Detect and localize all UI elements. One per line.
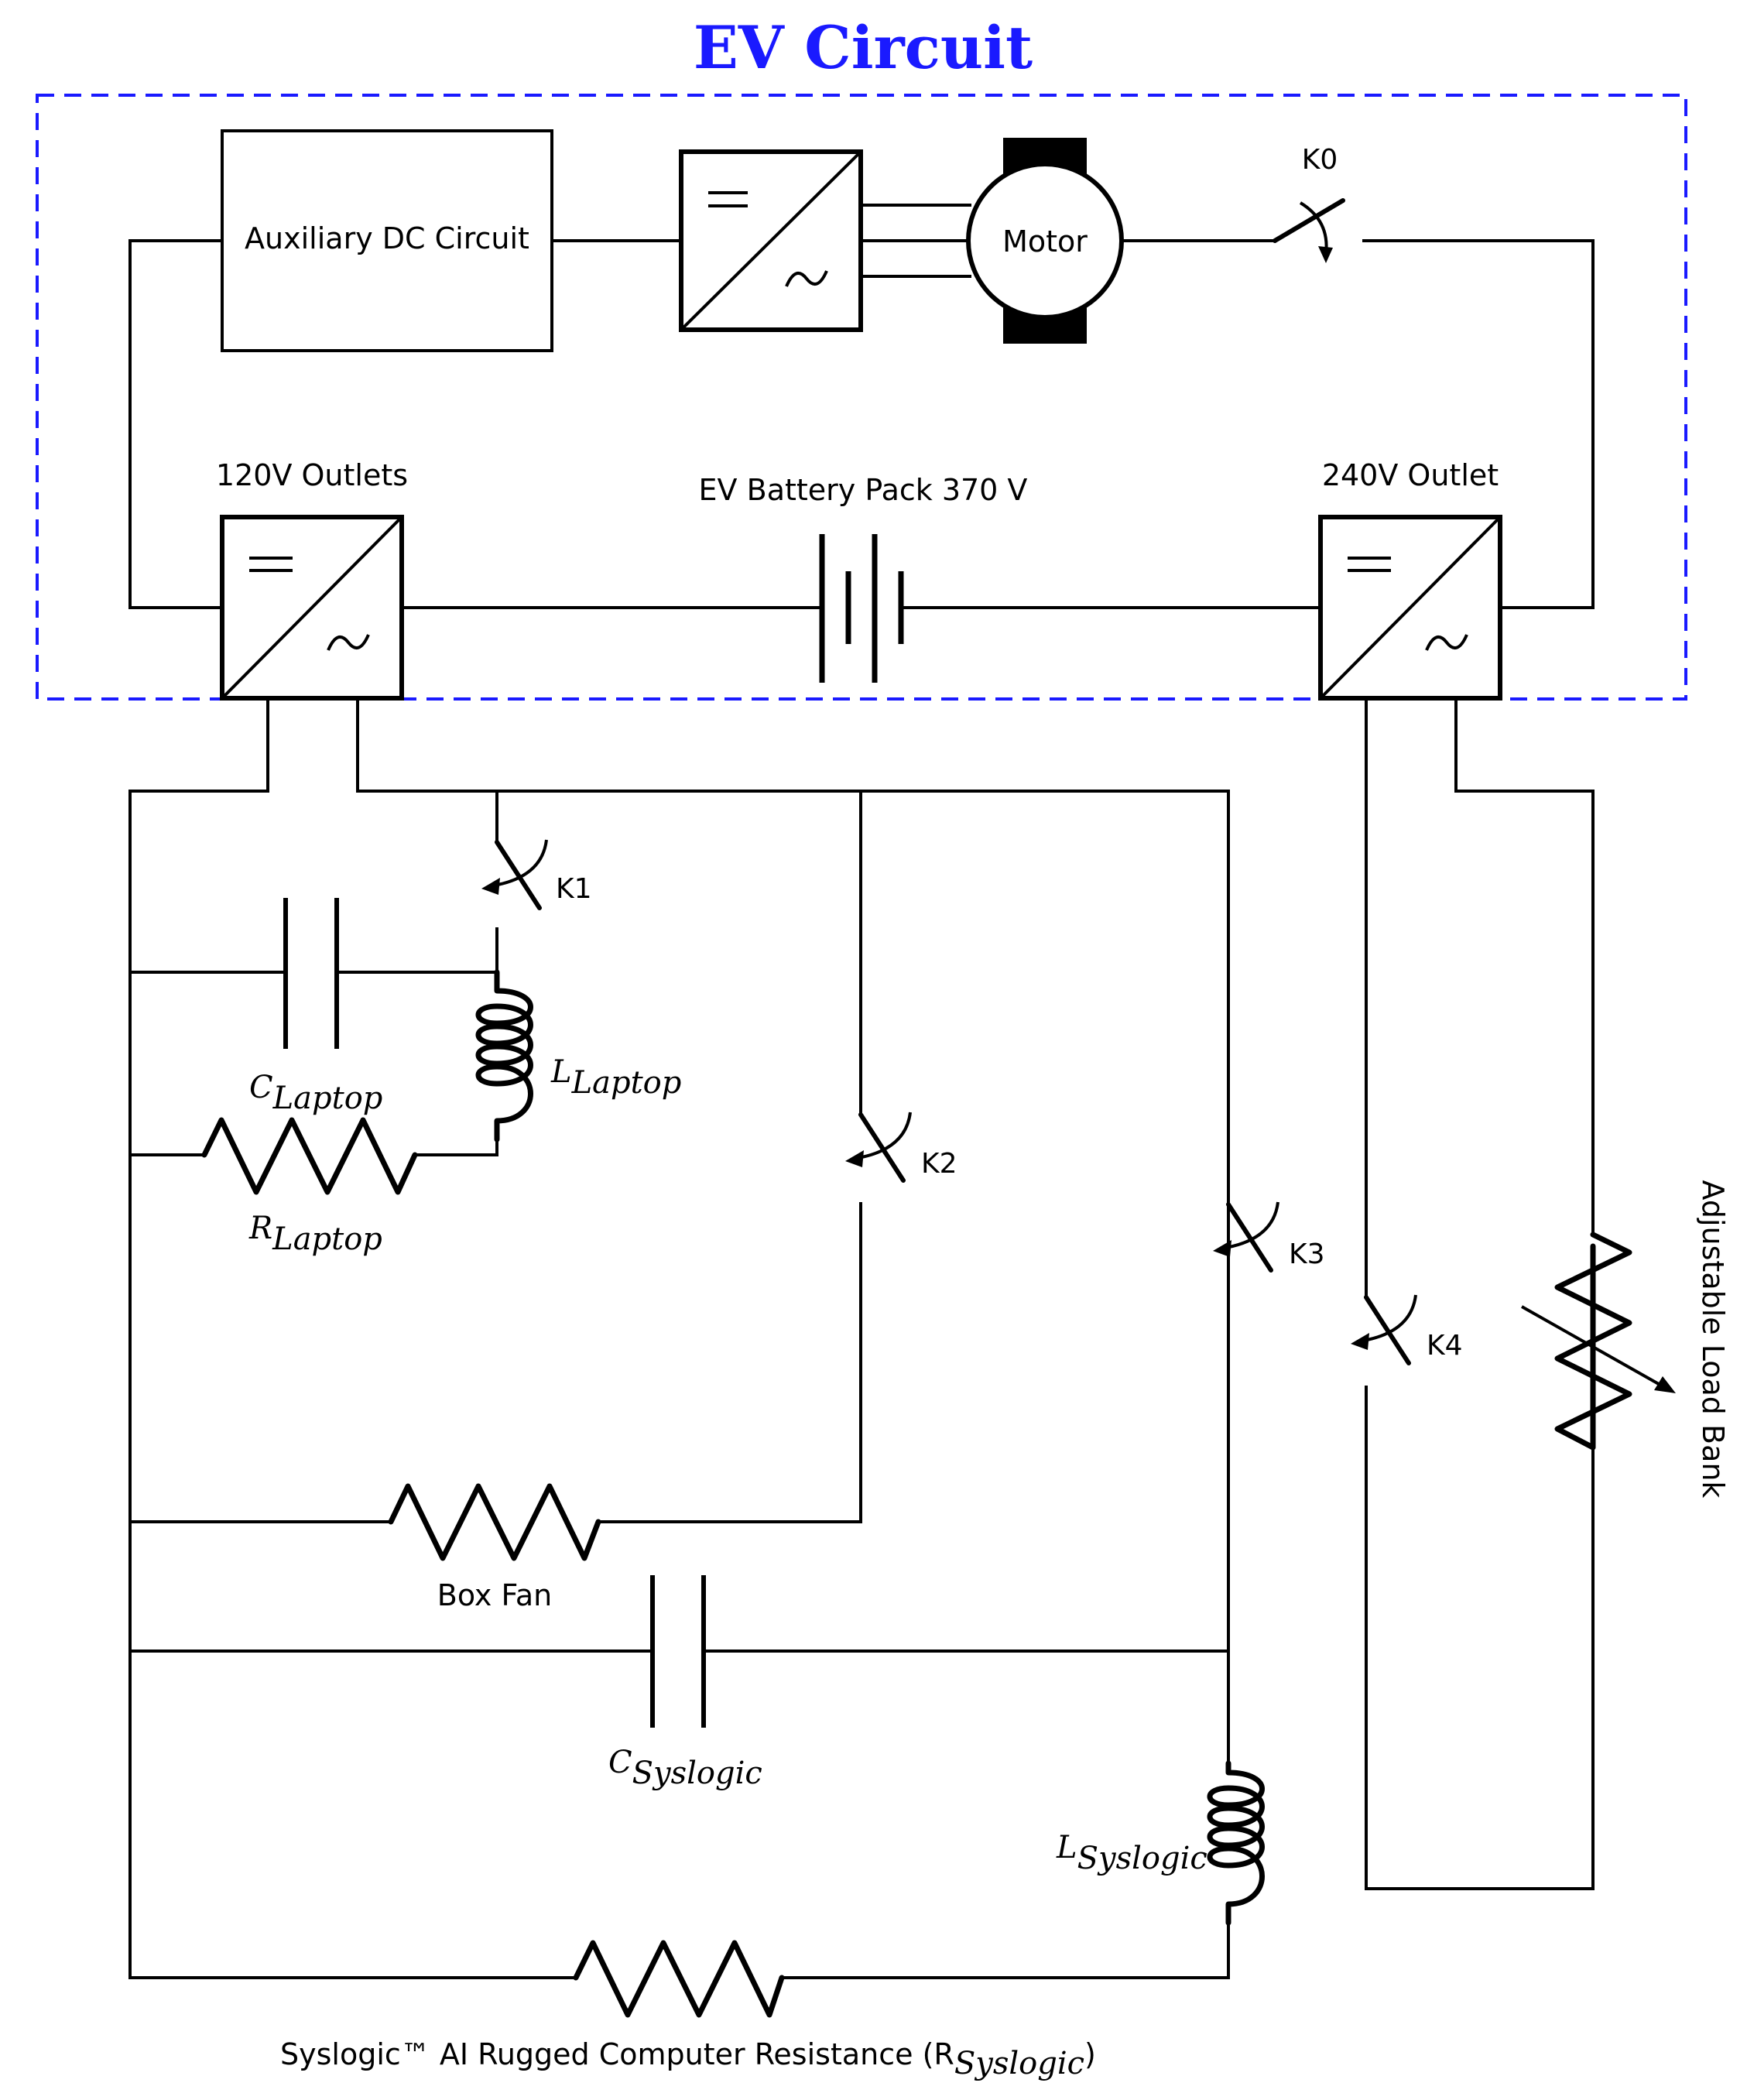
- outlet-240v-label: 240V Outlet: [1322, 458, 1499, 492]
- l-laptop-sub: Laptop: [571, 1065, 682, 1101]
- outlet-120v: 120V Outlets: [216, 458, 408, 701]
- l-syslogic-symbol: L: [1056, 1830, 1077, 1865]
- switch-k0[interactable]: K0: [1273, 144, 1345, 263]
- motor-label: Motor: [1002, 224, 1088, 259]
- l-laptop-symbol: L: [550, 1054, 572, 1090]
- aux-dc-circuit: Auxiliary DC Circuit: [221, 129, 553, 352]
- svg-text:LSyslogic: LSyslogic: [1056, 1830, 1207, 1876]
- inductor-l-syslogic: LSyslogic: [1056, 1760, 1265, 1926]
- switch-k4[interactable]: K4: [1351, 1294, 1463, 1365]
- c-laptop-sub: Laptop: [272, 1081, 383, 1116]
- c-syslogic-sub: Syslogic: [632, 1756, 762, 1791]
- resistor-r-syslogic: Syslogic™ AI Rugged Computer Resistance …: [280, 1940, 1096, 2081]
- box-fan-label: Box Fan: [437, 1578, 552, 1612]
- r-laptop-sub: Laptop: [272, 1221, 382, 1257]
- adjustable-load-bank[interactable]: Adjustable Load Bank: [1521, 1180, 1730, 1499]
- motor: Motor: [966, 138, 1124, 344]
- switch-k1[interactable]: K1: [481, 839, 592, 910]
- motor-inverter: [679, 149, 863, 332]
- ev-boundary: [36, 94, 1687, 701]
- switch-k3[interactable]: K3: [1213, 1201, 1325, 1273]
- switch-k2[interactable]: K2: [845, 1112, 957, 1183]
- k0-label: K0: [1302, 144, 1338, 176]
- svg-text:RLaptop: RLaptop: [248, 1211, 382, 1257]
- c-laptop-symbol: C: [249, 1070, 273, 1105]
- load-bank-label: Adjustable Load Bank: [1696, 1180, 1730, 1499]
- l-syslogic-sub: Syslogic: [1077, 1841, 1207, 1876]
- k4-label: K4: [1427, 1330, 1463, 1362]
- top-wires: [128, 204, 1595, 609]
- svg-text:CLaptop: CLaptop: [249, 1070, 382, 1116]
- svg-text:CSyslogic: CSyslogic: [608, 1745, 762, 1791]
- k2-label: K2: [921, 1148, 957, 1180]
- outlet-240v: 240V Outlet: [1318, 458, 1502, 701]
- resistor-r-laptop: RLaptop: [201, 1117, 418, 1257]
- diagram-title: EV Circuit: [694, 13, 1033, 82]
- k3-label: K3: [1289, 1238, 1325, 1270]
- inductor-l-laptop: LLaptop: [475, 969, 681, 1142]
- svg-text:LLaptop: LLaptop: [550, 1054, 681, 1101]
- c-syslogic-symbol: C: [608, 1745, 632, 1780]
- r-laptop-symbol: R: [248, 1211, 272, 1246]
- load-wires: [128, 697, 1595, 1979]
- k1-label: K1: [556, 873, 592, 905]
- capacitor-c-laptop: CLaptop: [249, 898, 382, 1116]
- resistor-box-fan: Box Fan: [388, 1483, 601, 1612]
- outlet-120v-label: 120V Outlets: [216, 458, 408, 492]
- capacitor-c-syslogic: CSyslogic: [608, 1575, 762, 1791]
- battery: EV Battery Pack 370 V: [699, 473, 1028, 683]
- aux-dc-label: Auxiliary DC Circuit: [245, 221, 529, 255]
- syslogic-resistance-label: Syslogic™ AI Rugged Computer Resistance …: [280, 2037, 1096, 2081]
- battery-label: EV Battery Pack 370 V: [699, 473, 1028, 507]
